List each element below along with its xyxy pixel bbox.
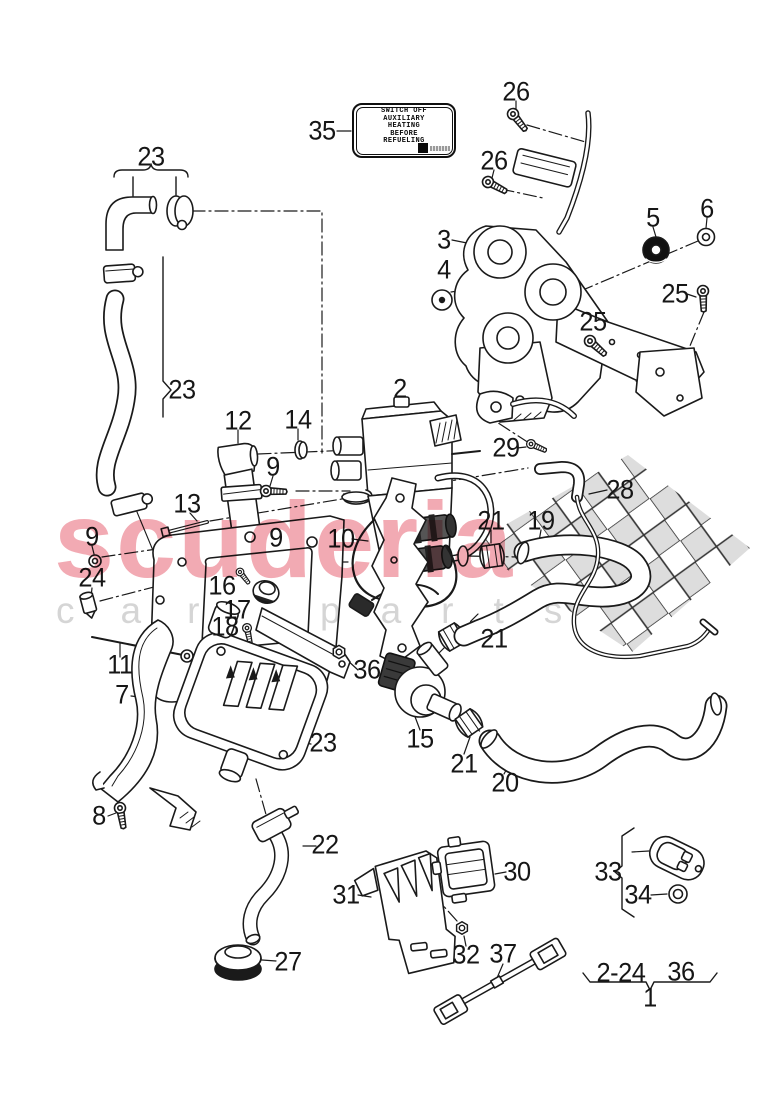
ring-34 xyxy=(668,884,688,904)
part-7-heat-shield xyxy=(92,619,201,831)
warning-plate-35: SWITCH OFF AUXILIARY HEATING BEFORE REFU… xyxy=(352,103,456,158)
nut-9-left xyxy=(88,554,102,568)
part-callout-22: 22 xyxy=(311,829,339,860)
part-30-control-module xyxy=(431,836,496,904)
part-callout-32: 32 xyxy=(452,939,480,970)
part-callout-21: 21 xyxy=(477,505,505,536)
part-callout-3: 3 xyxy=(437,224,451,255)
part-callout-21: 21 xyxy=(450,748,478,779)
grommet-5 xyxy=(642,236,670,264)
part-callout-23: 23 xyxy=(137,141,165,172)
nut-36 xyxy=(332,644,346,660)
brace-23-left xyxy=(162,256,172,418)
part-callout-30: 30 xyxy=(503,856,531,887)
screw-29 xyxy=(524,437,549,456)
screw-26-upper xyxy=(504,105,532,135)
part-callout-9: 9 xyxy=(269,522,283,553)
warning-line: SWITCH OFF xyxy=(380,107,427,115)
part-23-insulated-cover xyxy=(172,600,329,783)
warning-line: REFUELING xyxy=(383,137,425,146)
part-callout-14: 14 xyxy=(284,404,312,435)
part-callout-25: 25 xyxy=(579,306,607,337)
part-callout-18: 18 xyxy=(211,611,239,642)
part-33-remote-key xyxy=(648,835,705,881)
screw-8 xyxy=(112,800,130,831)
cap-17 xyxy=(252,579,280,605)
part-callout-10: 10 xyxy=(327,523,355,554)
part-callout-9: 9 xyxy=(85,521,99,552)
part-callout-13: 13 xyxy=(173,488,201,519)
part-10-bracket xyxy=(371,477,429,665)
warning-plate-code xyxy=(430,146,450,151)
part-callout-28: 28 xyxy=(606,474,634,505)
part-3-mounting-bracket xyxy=(453,110,705,423)
screw-9-upper xyxy=(259,484,288,499)
part-15-water-pump xyxy=(377,641,462,722)
part-callout-17: 17 xyxy=(223,594,251,625)
part-callout-26: 26 xyxy=(480,145,508,176)
clamp-21-middle xyxy=(477,542,507,570)
part-callout-37: 37 xyxy=(489,938,517,969)
part-callout-21: 21 xyxy=(480,623,508,654)
part-callout-35: 35 xyxy=(308,115,336,146)
part-callout-26: 26 xyxy=(502,76,530,107)
part-callout-7: 7 xyxy=(115,679,129,710)
part-callout-36: 36 xyxy=(667,956,695,987)
warning-plate-mark xyxy=(418,143,428,153)
part-callout-11: 11 xyxy=(107,649,133,680)
part-callout-8: 8 xyxy=(92,800,106,831)
disc-14 xyxy=(294,440,308,460)
part-callout-19: 19 xyxy=(527,505,555,536)
part-callout-34: 34 xyxy=(624,879,652,910)
part-callout-23: 23 xyxy=(168,374,196,405)
brace-assembly-1 xyxy=(582,972,718,991)
part-37-cable xyxy=(433,937,567,1025)
part-31-bracket xyxy=(353,850,456,975)
part-callout-4: 4 xyxy=(437,254,451,285)
hose-22 xyxy=(242,805,300,946)
hose-20 xyxy=(478,692,728,784)
rod-13 xyxy=(160,520,209,538)
part-callout-6: 6 xyxy=(700,193,714,224)
part-callout-12: 12 xyxy=(224,405,252,436)
part-callout-9: 9 xyxy=(266,451,280,482)
part-callout-36: 36 xyxy=(353,654,381,685)
part-callout-33: 33 xyxy=(594,856,622,887)
washer-6 xyxy=(696,227,716,247)
group-braces xyxy=(113,163,718,991)
grommet-4 xyxy=(431,289,453,311)
part-callout-31: 31 xyxy=(332,879,360,910)
part-callout-24: 24 xyxy=(78,562,106,593)
part-callout-29: 29 xyxy=(492,432,520,463)
nut-32 xyxy=(455,920,469,936)
part-callout-27: 27 xyxy=(274,946,302,977)
warning-line: AUXILIARY xyxy=(383,114,425,123)
hose-19 xyxy=(453,534,652,647)
clip-24 xyxy=(79,591,98,619)
brace-33 xyxy=(614,827,635,918)
part-23-hose-group xyxy=(95,195,194,631)
grommet-27 xyxy=(214,944,262,981)
part-callout-5: 5 xyxy=(646,202,660,233)
part-callout-16: 16 xyxy=(208,570,236,601)
part-callout-2-24: 2-24 xyxy=(596,957,646,988)
part-callout-25: 25 xyxy=(661,278,689,309)
warning-plate-inner-border xyxy=(355,106,453,155)
part-callout-20: 20 xyxy=(491,767,519,798)
screw-25-right xyxy=(696,284,711,313)
brace-23-top xyxy=(113,163,189,178)
pipe-28 xyxy=(534,461,719,660)
part-callout-15: 15 xyxy=(406,723,434,754)
bracket-hook-29 xyxy=(475,390,577,424)
warning-line: HEATING xyxy=(387,122,421,131)
warning-line: BEFORE xyxy=(390,129,418,138)
part-callout-23: 23 xyxy=(309,727,337,758)
part-callout-2: 2 xyxy=(393,373,407,404)
part-callout-1: 1 xyxy=(643,982,657,1013)
screw-26-lower xyxy=(479,173,510,198)
